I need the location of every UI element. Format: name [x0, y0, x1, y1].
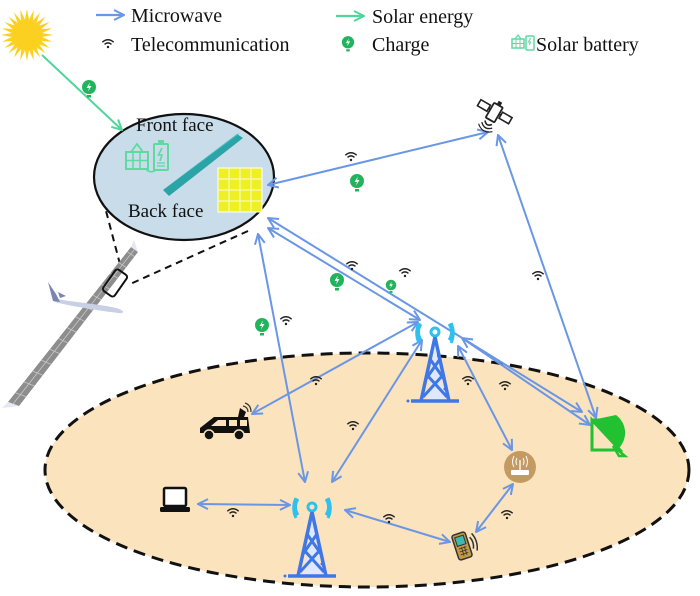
- sun-ray: [4, 22, 15, 29]
- sun-ray: [39, 22, 50, 29]
- laptop-icon: [160, 486, 190, 512]
- sun-ray: [36, 44, 46, 54]
- back-face-label: Back face: [128, 201, 203, 222]
- wifi-icon: [345, 261, 359, 271]
- legend-telecommunication-label: Telecommunication: [131, 34, 290, 56]
- microwave-link-tower-main-dish: [462, 338, 590, 425]
- zoom-callout-box: [101, 268, 129, 298]
- charge-icon: [255, 318, 269, 336]
- zoom-projection-line: [127, 230, 249, 286]
- legend-solar-energy-label: Solar energy: [372, 6, 473, 28]
- sun-ray: [36, 16, 46, 26]
- microwave-link-rectenna-satellite: [268, 132, 488, 185]
- charge-icon: [350, 174, 364, 192]
- sun-ray: [41, 28, 53, 33]
- solar-energy-link-sun-rectenna: [41, 54, 122, 130]
- aircraft-wingtip: [131, 240, 138, 252]
- sun-ray: [25, 9, 29, 20]
- wing-solar-strip: [163, 133, 243, 196]
- microwave-link-laptop-tower-lower: [198, 504, 290, 505]
- sun-ray: [29, 9, 34, 21]
- sun-ray: [14, 47, 21, 58]
- sun-ray: [25, 50, 29, 61]
- solar-battery-icon: [511, 34, 535, 51]
- wifi-icon: [101, 39, 115, 49]
- car-icon: [200, 402, 252, 441]
- sun-ray: [29, 49, 34, 61]
- microwave-link-phone-router: [476, 484, 513, 532]
- sun-ray: [4, 41, 15, 48]
- wifi-icon: [531, 271, 545, 281]
- sun-ray: [1, 33, 12, 37]
- legend-charge-label: Charge: [372, 34, 430, 56]
- sun-ray: [14, 12, 21, 23]
- sun-ray: [20, 9, 25, 21]
- sun-icon: [1, 9, 53, 61]
- sun-ray: [8, 16, 18, 26]
- sun-ray: [1, 28, 13, 33]
- coverage-area: [43, 351, 691, 589]
- charge-icon: [341, 36, 355, 52]
- charge-icon: [330, 273, 344, 291]
- satellite-icon: [476, 98, 514, 133]
- rectenna-panel: [217, 167, 263, 213]
- mobile-phone-icon: [451, 531, 479, 561]
- wifi-icon: [279, 316, 293, 326]
- sun-ray: [1, 37, 13, 42]
- sun-ray: [39, 41, 50, 48]
- solar-aircraft: [2, 240, 138, 408]
- microwave-link-tower-lower-phone: [345, 510, 450, 542]
- sun-ray: [33, 12, 40, 23]
- microwave-link-tower-main-tower-lower: [332, 340, 422, 482]
- wifi-icon: [398, 268, 412, 278]
- sun-ray: [20, 49, 25, 61]
- satellite-dish-icon: [590, 415, 629, 458]
- links-layer: [41, 54, 596, 542]
- legend: Microwave Solar energy Telecommunication…: [96, 5, 639, 56]
- sun-ray: [8, 44, 18, 54]
- router-icon: [504, 451, 536, 483]
- solar-battery-icon: [125, 140, 169, 173]
- wifi-icon: [344, 152, 358, 162]
- legend-solar-battery-label: Solar battery: [536, 34, 639, 56]
- aircraft-wing: [8, 247, 138, 406]
- sun-ray: [33, 47, 40, 58]
- aircraft-fuselage: [52, 298, 124, 314]
- sun-ray: [42, 33, 53, 37]
- aircraft-wingtip: [2, 402, 19, 408]
- microwave-link-rectenna-tower-main: [268, 228, 420, 320]
- front-face-label: Front face: [136, 115, 214, 136]
- sun-ray: [41, 37, 53, 42]
- legend-microwave-label: Microwave: [131, 5, 222, 27]
